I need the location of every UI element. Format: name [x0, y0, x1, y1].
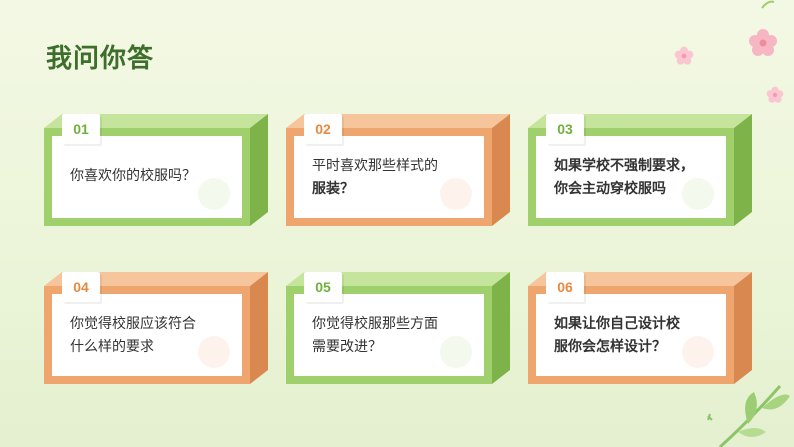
card-face: 如果让你自己设计校服你会怎样设计？ — [528, 286, 734, 384]
question-text: 你喜欢你的校服吗？ — [70, 148, 228, 187]
card-face: 你觉得校服应该符合什么样的要求 — [44, 286, 250, 384]
page-title: 我问你答 — [46, 43, 155, 73]
card-content: 如果学校不强制要求， 你会主动穿校服吗 — [536, 136, 726, 218]
card-3d-edges — [286, 272, 510, 384]
question-card-06[interactable]: 如果让你自己设计校服你会怎样设计？ 06 — [528, 272, 752, 384]
card-number-badge: 03 — [546, 114, 584, 144]
card-number-badge: 01 — [62, 114, 100, 144]
question-card-02[interactable]: 平时喜欢那些样式的服装？ 02 — [286, 114, 510, 226]
question-card-01[interactable]: 你喜欢你的校服吗？ 01 — [44, 114, 268, 226]
card-3d-edges — [528, 114, 752, 226]
card-number-badge: 02 — [304, 114, 342, 144]
card-content: 你觉得校服应该符合什么样的要求 — [52, 294, 242, 376]
card-3d-edges — [528, 272, 752, 384]
card-top-bevel — [286, 114, 510, 128]
question-text: 你觉得校服应该符合什么样的要求 — [70, 306, 228, 358]
question-text: 如果学校不强制要求， 你会主动穿校服吗 — [554, 148, 712, 200]
card-top-bevel — [528, 114, 752, 128]
card-number-badge: 05 — [304, 272, 342, 302]
card-number-badge: 06 — [546, 272, 584, 302]
question-line-1: 如果学校不强制要求， — [554, 157, 694, 173]
sprout-icon — [761, 0, 775, 9]
question-line-2: 服装？ — [312, 180, 354, 196]
question-line-1: 你觉得校服应该符合 — [70, 315, 196, 331]
question-card-05[interactable]: 你觉得校服那些方面需要改进？ 05 — [286, 272, 510, 384]
card-face: 如果学校不强制要求， 你会主动穿校服吗 — [528, 128, 734, 226]
question-text: 如果让你自己设计校服你会怎样设计？ — [554, 306, 712, 358]
question-line-1: 你喜欢你的校服吗？ — [70, 167, 196, 183]
question-card-04[interactable]: 你觉得校服应该符合什么样的要求 04 — [44, 272, 268, 384]
card-face: 你喜欢你的校服吗？ — [44, 128, 250, 226]
faded-emblem-icon — [440, 178, 472, 210]
card-face: 你觉得校服那些方面需要改进？ — [286, 286, 492, 384]
question-line-2: 你会主动穿校服吗 — [554, 180, 666, 196]
card-side-bevel — [734, 114, 752, 226]
card-side-bevel — [250, 272, 268, 384]
card-side-bevel — [492, 114, 510, 226]
question-line-1: 如果让你自己设计校 — [554, 315, 680, 331]
card-content: 你喜欢你的校服吗？ — [52, 136, 242, 218]
question-line-2: 什么样的要求 — [70, 338, 154, 354]
card-top-bevel — [286, 272, 510, 286]
leaf-icon — [707, 385, 790, 447]
card-face: 平时喜欢那些样式的服装？ — [286, 128, 492, 226]
card-3d-edges — [44, 114, 268, 226]
faded-emblem-icon — [682, 178, 714, 210]
question-text: 平时喜欢那些样式的服装？ — [312, 148, 470, 200]
question-text: 你觉得校服那些方面需要改进？ — [312, 306, 470, 358]
card-side-bevel — [250, 114, 268, 226]
faded-emblem-icon — [682, 336, 714, 368]
card-3d-edges — [286, 114, 510, 226]
card-side-bevel — [734, 272, 752, 384]
question-card-03[interactable]: 如果学校不强制要求， 你会主动穿校服吗 03 — [528, 114, 752, 226]
question-line-1: 平时喜欢那些样式的 — [312, 157, 438, 173]
card-content: 平时喜欢那些样式的服装？ — [294, 136, 484, 218]
card-number-badge: 04 — [62, 272, 100, 302]
card-content: 你觉得校服那些方面需要改进？ — [294, 294, 484, 376]
card-content: 如果让你自己设计校服你会怎样设计？ — [536, 294, 726, 376]
card-top-bevel — [528, 272, 752, 286]
flower-icon — [749, 29, 777, 56]
question-line-2: 需要改进？ — [312, 338, 382, 354]
flower-icon — [674, 46, 694, 65]
card-3d-edges — [44, 272, 268, 384]
card-top-bevel — [44, 272, 268, 286]
card-top-bevel — [44, 114, 268, 128]
faded-emblem-icon — [198, 336, 230, 368]
question-line-1: 你觉得校服那些方面 — [312, 315, 438, 331]
faded-emblem-icon — [440, 336, 472, 368]
card-side-bevel — [492, 272, 510, 384]
question-line-2: 服你会怎样设计？ — [554, 338, 666, 354]
faded-emblem-icon — [198, 178, 230, 210]
flower-icon — [766, 86, 784, 103]
